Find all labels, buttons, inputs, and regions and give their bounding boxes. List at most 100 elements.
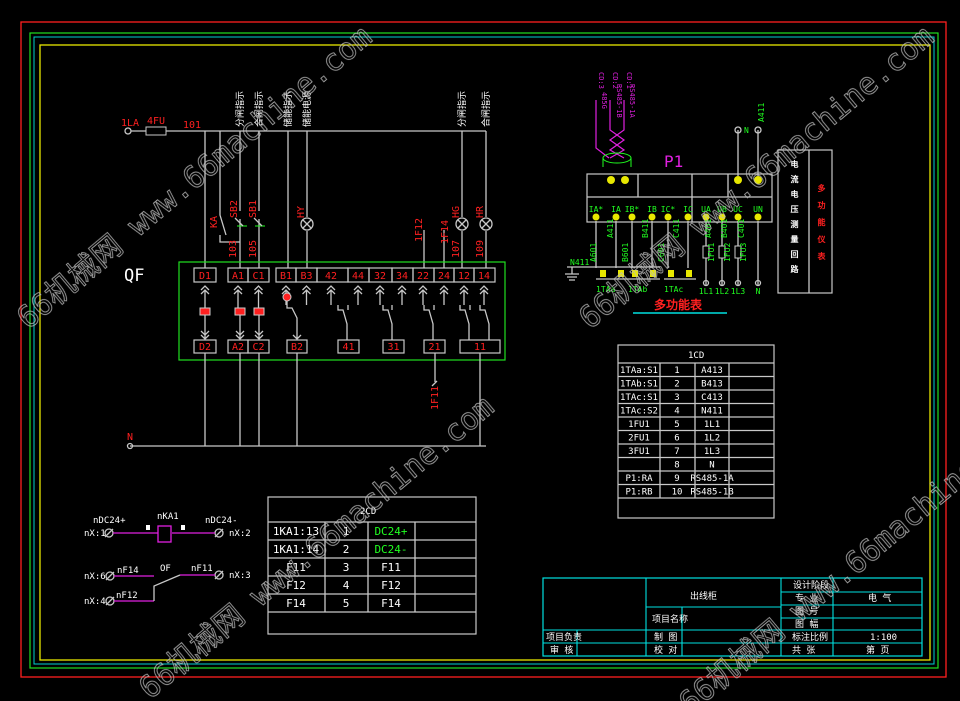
wire-109: 109 [475,240,486,258]
ct-label: 1TAb [628,285,647,294]
comm-signal: 485G [600,92,608,109]
ct-label: 1TAc [664,285,683,294]
table-row: P1:RA 9 RS485-1A [618,474,774,486]
multifunction-meter: CD:3 CD:2 CD:1 485G RS485-1B RS485-1A P1… [565,72,833,314]
table-cell: 7 [674,447,679,457]
frame-green [29,32,939,669]
node-101: 101 [183,120,201,131]
meter-input-UA: UA [701,205,711,214]
terminal-41: 41 [342,342,354,353]
fuse-label: 1FU2 [723,243,732,262]
terminal-D2: D2 [199,342,211,353]
table-cell: 9 [674,474,679,484]
f11-label: nF11 [191,564,213,574]
table-cell: RS485-1A [690,474,734,484]
meter-top-terminal: N [744,126,749,135]
table-cell: 1KA1:14 [273,543,320,556]
control-circuit: 1LA 4FU 101 分闸指示 合闸指示 储能指示 储能电源 分闸指示 合闸指… [121,91,506,450]
terminal-C2: C2 [252,342,264,353]
meter-top-terminal: A411 [757,103,766,122]
sheet-label: 图 幅 [795,618,818,630]
top-label: 储能指示 [282,91,294,127]
meter-input-IB*: IB* [625,205,640,214]
wire-107: 107 [451,240,462,258]
table-cell: 3FU1 [628,447,650,457]
ct-label: 1TAa [596,285,615,294]
terminal-42: 42 [325,271,337,282]
table-cell: 10 [672,488,683,498]
label-1f14: 1F14 [440,220,451,244]
drawing-name: 出线柜 [690,590,717,602]
table-cell: F14 [381,597,401,610]
neutral-label: N [127,432,133,443]
terminal-nx2: nX:2 [229,529,251,539]
table-cell: 4 [343,579,350,592]
project-lead-label: 项目负责 [546,631,582,643]
table-cell: 4 [674,407,679,417]
output-N: N [756,287,761,296]
qf-breaker-box [178,261,506,361]
meter-input-IA: IA [611,205,621,214]
wire-105: 105 [248,240,259,258]
terminal-32: 32 [374,271,386,282]
source-label: 1LA [121,118,139,129]
terminal-B2: B2 [291,342,303,353]
terminal-11: 11 [474,342,486,353]
meter-input-IC: IC [683,205,693,214]
terminal-D1: D1 [199,271,211,282]
side-table-right-label: 多功能仪表 [817,184,826,269]
dc-pos-label: nDC24+ [93,516,126,526]
drawn-label: 制 图 [654,631,677,643]
scale-value: 1:100 [870,633,897,643]
lamp-hg [455,217,469,231]
comm-signal: RS485-1B [615,84,623,118]
qf-label: QF [124,266,144,286]
terminal-box [247,267,270,283]
table-cell: 6 [674,434,679,444]
svg-text:66机械网 www.66machine.com: 66机械网 www.66machine.com [11,19,379,336]
table-cell: 1TAc:S2 [620,407,658,417]
wire-label: C601 [657,243,666,262]
terminal-nx3: nX:3 [229,571,251,581]
page-number-label: 第 页 [866,644,889,656]
wire-label: A601 [589,243,598,262]
label-1f12: 1F12 [414,218,425,242]
of-label: OF [160,564,171,574]
terminal-nx4: nX:4 [84,597,106,607]
terminal-B3: B3 [300,271,312,282]
aux-relay-circuit: nDC24+ nKA1 nDC24- nX:1 nX:2 nX:3 nX:6 n… [84,512,251,607]
terminal-A2: A2 [232,342,244,353]
table-cell: C413 [701,393,723,403]
fuse-label: 1FU1 [707,243,716,262]
output-1L3: 1L3 [731,287,746,296]
page-count-label: 共 张 [792,645,815,656]
frame-cyan [33,36,935,665]
label-hr: HR [475,205,486,218]
label-sb1: SB1 [248,200,259,218]
wire-label: A401 [704,219,713,238]
fuse-icon [718,245,726,259]
output-1L1: 1L1 [699,287,714,296]
top-label: 合闸指示 [480,91,492,127]
terminal-24: 24 [438,271,450,282]
wire-label: B411 [641,219,650,238]
neutral-terminal [126,442,134,450]
table-cell: F12 [381,579,401,592]
table-cell: RS485-1B [690,488,733,498]
table-cell: N411 [701,407,723,417]
lamp-hy [300,217,314,231]
table-cell: P1:RA [625,474,653,484]
table-row: 1TAc:S2 4 N411 [618,407,774,418]
frame-yellow [39,44,931,661]
top-label: 分闸指示 [456,91,468,127]
table-cell: 1L1 [704,420,720,430]
coil-XF [253,307,265,316]
table-cell: F14 [286,597,306,610]
